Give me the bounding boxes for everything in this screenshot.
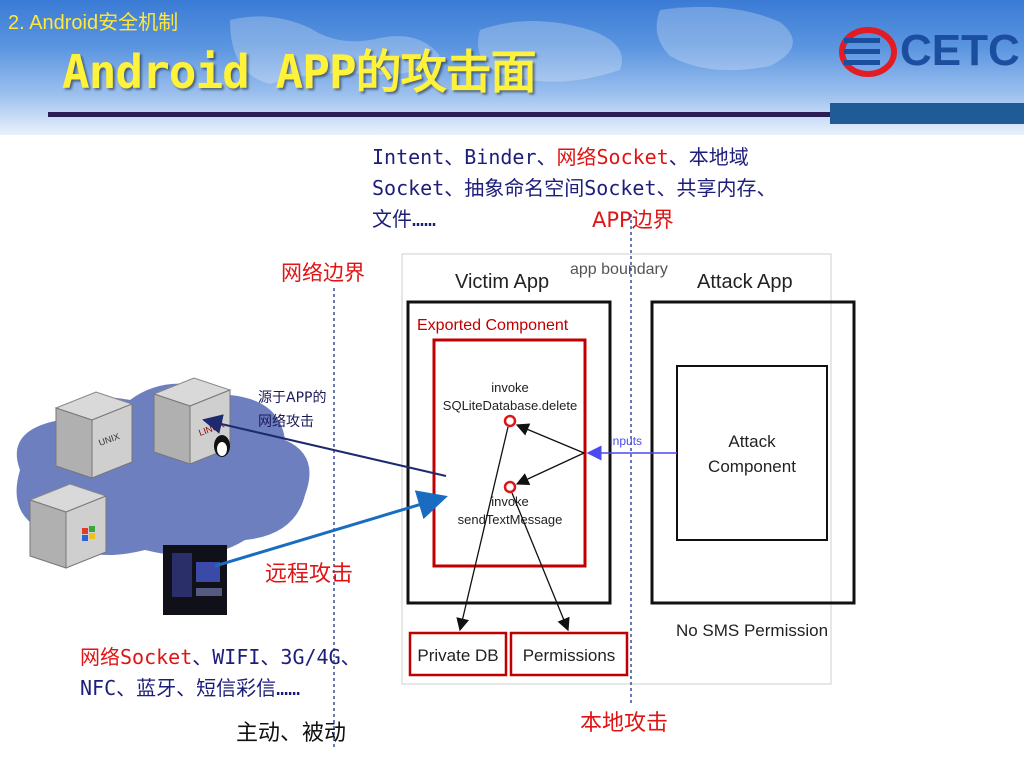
server-linux-icon: LINUX [152,377,232,465]
world-map-watermark [230,6,793,84]
network-boundary-label: 网络边界 [281,261,365,285]
svg-text:app boundary: app boundary [570,261,668,278]
svg-text:Attack: Attack [728,432,776,451]
net-line-1: 网络Socket、WIFI、3G/4G、 [80,642,440,673]
svg-text:No SMS Permission: No SMS Permission [676,621,828,640]
section-label: 2. Android安全机制 [8,12,179,34]
svg-text:invoke: invoke [491,494,529,509]
net-line-2: NFC、蓝牙、短信彩信…… [80,676,301,700]
attacker-computer-icon [163,545,227,615]
net-line-1-b: 、WIFI、3G/4G、 [192,645,361,669]
exported-component-box [432,338,587,568]
attack-mode-label: 主动、被动 [236,721,347,746]
title-divider [48,112,830,117]
svg-text:Component: Component [708,457,796,476]
server-windows-icon [28,483,108,569]
cetc-logo-text: CETC [900,26,1020,75]
cetc-logo-icon [839,27,897,77]
ipc-line-1-network-socket: 网络Socket [556,145,669,169]
app-network-attack-arrow [202,414,447,477]
svg-text:sendTextMessage: sendTextMessage [458,512,563,527]
arrow-to-delete [515,423,585,454]
permissions-box [509,631,629,677]
svg-text:Exported Component: Exported Component [417,317,569,334]
local-attack-label: 本地攻击 [580,711,669,736]
svg-text:Private DB: Private DB [417,646,498,665]
page-title: Android APP的攻击面 [62,45,537,99]
ipc-line-3: 文件…… [372,207,437,231]
arrow-to-send [515,452,585,485]
invoke-delete-node [503,414,517,428]
invoke-send-node [503,480,517,494]
svg-text:Victim App: Victim App [455,271,549,293]
ipc-line-1-b: 、本地域 [668,145,749,169]
svg-text:Permissions: Permissions [523,646,616,665]
diagram-frame [401,253,832,685]
arrow-to-permissions [511,492,570,632]
app-boundary-cn-label: APP边界 [592,208,674,232]
ipc-line-2: Socket、抽象命名空间Socket、共享内存、 [372,176,777,200]
svg-text:invoke: invoke [491,380,529,395]
private-db-box [408,631,508,677]
note-line-1: 源于APP的 [258,390,327,406]
ipc-line-1-a: Intent、Binder、 [372,145,557,169]
arrow-to-private-db [456,426,509,632]
ipc-line-1: Intent、Binder、网络Socket、本地域 [372,142,892,173]
title-divider-accent [830,103,1024,124]
svg-text:Attack App: Attack App [697,271,793,293]
svg-text:inputs: inputs [610,434,642,448]
network-channels-text: 网络Socket、WIFI、3G/4G、 NFC、蓝牙、短信彩信…… [80,642,440,704]
ipc-channels-text: Intent、Binder、网络Socket、本地域 Socket、抽象命名空间… [372,142,892,235]
remote-attack-arrow [214,490,448,568]
app-network-attack-note: 源于APP的 网络攻击 [258,386,326,434]
svg-text:SQLiteDatabase.delete: SQLiteDatabase.delete [443,398,577,413]
note-line-2: 网络攻击 [258,414,314,430]
net-line-1-network-socket: 网络Socket [80,645,193,669]
remote-attack-label: 远程攻击 [265,562,354,587]
server-unix-icon: UNIX [54,391,134,479]
